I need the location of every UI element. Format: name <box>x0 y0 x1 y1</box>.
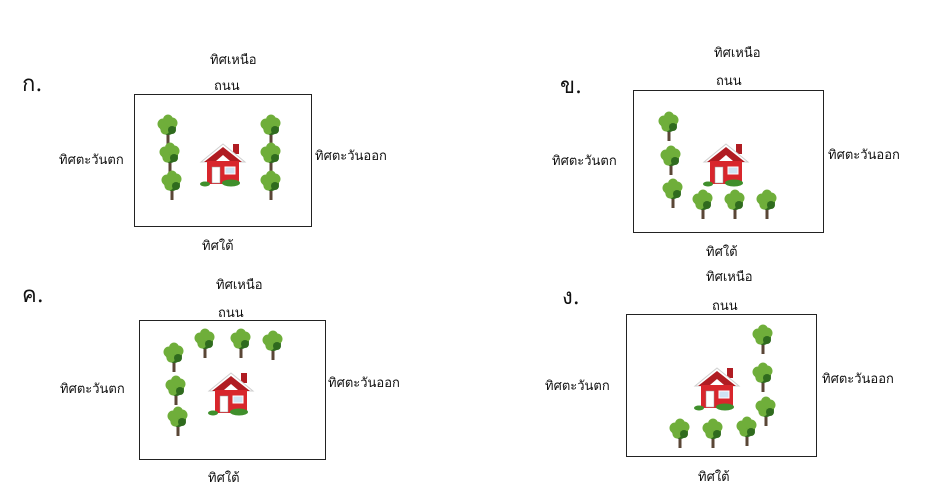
tree-icon <box>752 324 774 354</box>
tree-icon <box>702 418 724 448</box>
tree-icon <box>260 170 282 200</box>
tree-icon <box>163 342 185 372</box>
tree-icon <box>260 114 282 144</box>
tree-icon <box>262 330 284 360</box>
choice-b-plot <box>633 90 824 233</box>
tree-icon <box>662 178 684 208</box>
choice-d-plot <box>626 314 817 457</box>
tree-icon <box>755 396 777 426</box>
tree-icon <box>752 362 774 392</box>
house-icon <box>693 364 741 411</box>
choice-a-west-label: ทิศตะวันตก <box>59 153 124 168</box>
choice-a-north-label: ทิศเหนือ <box>210 53 257 68</box>
choice-b-letter: ข. <box>560 74 583 99</box>
house-icon <box>207 369 255 416</box>
tree-icon <box>692 189 714 219</box>
choice-a-road-label: ถนน <box>214 79 240 94</box>
choice-c-plot <box>139 320 326 460</box>
tree-icon <box>159 142 181 172</box>
choice-b-south-label: ทิศใต้ <box>706 245 738 260</box>
choice-d-letter: ง. <box>562 285 580 310</box>
choice-b-east-label: ทิศตะวันออก <box>828 148 900 163</box>
choice-b-north-label: ทิศเหนือ <box>714 46 761 61</box>
choice-d-north-label: ทิศเหนือ <box>706 270 753 285</box>
choice-a-south-label: ทิศใต้ <box>202 239 234 254</box>
choice-b-west-label: ทิศตะวันตก <box>552 154 617 169</box>
choice-c-north-label: ทิศเหนือ <box>216 278 263 293</box>
tree-icon <box>669 418 691 448</box>
choice-c-road-label: ถนน <box>218 306 244 321</box>
tree-icon <box>194 328 216 358</box>
tree-icon <box>161 170 183 200</box>
tree-icon <box>157 114 179 144</box>
tree-icon <box>230 328 252 358</box>
choice-a-letter: ก. <box>22 72 43 97</box>
choice-d-east-label: ทิศตะวันออก <box>822 372 894 387</box>
tree-icon <box>167 406 189 436</box>
tree-icon <box>260 142 282 172</box>
choice-a-plot <box>134 94 312 227</box>
choice-d-road-label: ถนน <box>712 299 738 314</box>
choice-d-west-label: ทิศตะวันตก <box>545 379 610 394</box>
choice-c-letter: ค. <box>22 283 44 308</box>
tree-icon <box>660 145 682 175</box>
tree-icon <box>165 375 187 405</box>
tree-icon <box>724 189 746 219</box>
choice-c-east-label: ทิศตะวันออก <box>328 376 400 391</box>
choice-c-south-label: ทิศใต้ <box>208 471 240 486</box>
choice-c-west-label: ทิศตะวันตก <box>60 382 125 397</box>
choice-d-south-label: ทิศใต้ <box>698 470 730 485</box>
choice-b-road-label: ถนน <box>716 74 742 89</box>
choice-a-east-label: ทิศตะวันออก <box>315 149 387 164</box>
house-icon <box>199 140 247 187</box>
tree-icon <box>756 189 778 219</box>
house-icon <box>702 140 750 187</box>
tree-icon <box>658 111 680 141</box>
tree-icon <box>736 416 758 446</box>
